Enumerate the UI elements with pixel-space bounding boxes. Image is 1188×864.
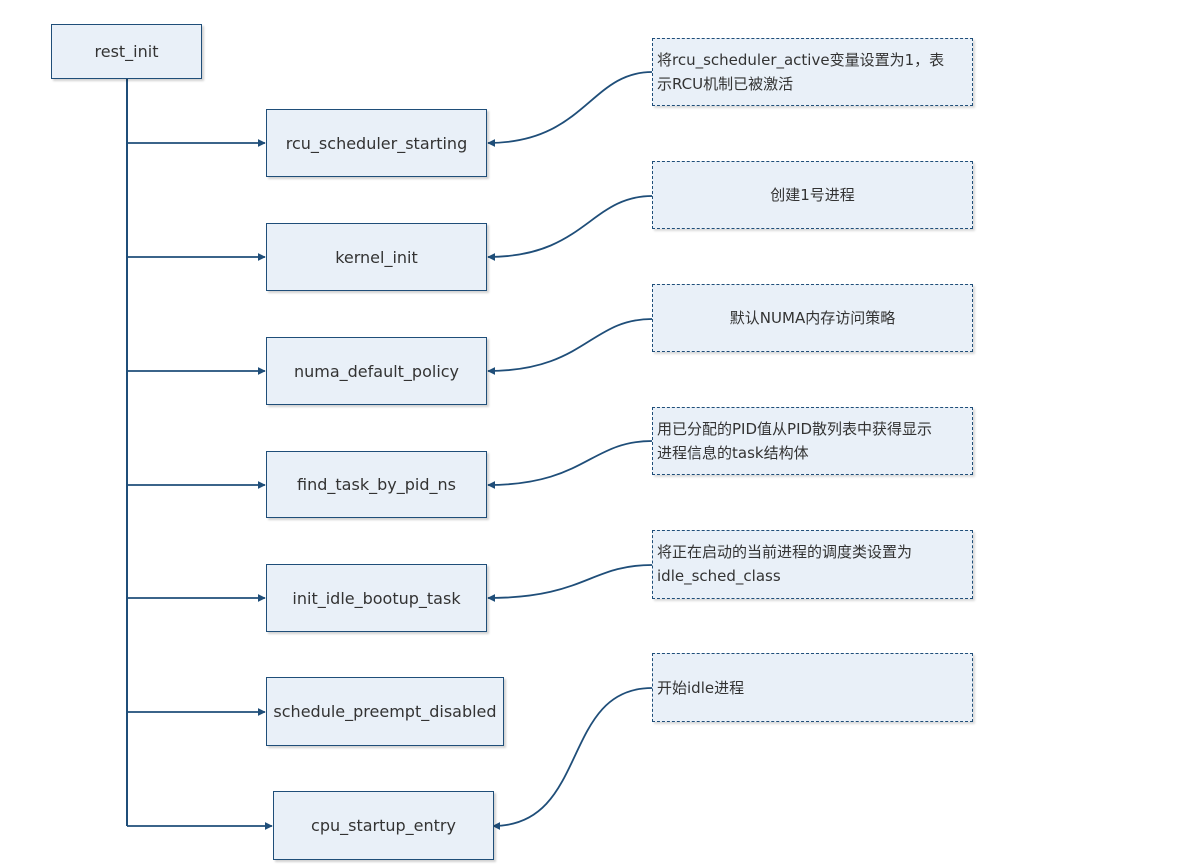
note-line: 开始idle进程 xyxy=(657,679,745,697)
note-findtask: 用已分配的PID值从PID散列表中获得显示 进程信息的task结构体 xyxy=(652,407,973,475)
node-label: find_task_by_pid_ns xyxy=(297,475,456,494)
note-line: 默认NUMA内存访问策略 xyxy=(729,309,896,327)
note-kernel: 创建1号进程 xyxy=(652,161,973,229)
node-init-idle-bootup-task: init_idle_bootup_task xyxy=(266,564,487,632)
note-connector-findtask xyxy=(487,440,653,489)
node-kernel-init: kernel_init xyxy=(266,223,487,291)
node-cpu-startup-entry: cpu_startup_entry xyxy=(273,791,494,860)
node-label: rest_init xyxy=(94,42,159,61)
node-label: numa_default_policy xyxy=(293,361,460,381)
node-label: kernel_init xyxy=(335,247,418,267)
node-label: schedule_preempt_disabled xyxy=(273,702,497,721)
note-line: 创建1号进程 xyxy=(770,186,855,204)
note-line: 示RCU机制已被激活 xyxy=(657,75,794,93)
note-line: idle_sched_class xyxy=(657,567,781,585)
node-schedule-preempt-disabled: schedule_preempt_disabled xyxy=(266,677,504,746)
note-idleboot: 将正在启动的当前进程的调度类设置为 idle_sched_class xyxy=(652,530,973,599)
note-connector-cpu xyxy=(492,687,653,830)
note-numa: 默认NUMA内存访问策略 xyxy=(652,284,973,352)
node-label: rcu_scheduler_starting xyxy=(285,133,468,153)
node-rcu-scheduler-starting: rcu_scheduler_starting xyxy=(266,109,487,177)
note-line: 用已分配的PID值从PID散列表中获得显示 xyxy=(657,420,933,438)
note-line: 将正在启动的当前进程的调度类设置为 xyxy=(657,543,913,561)
note-connector-kernel xyxy=(487,195,653,261)
note-connector-numa xyxy=(487,318,653,375)
note-connector-idleboot xyxy=(487,564,653,602)
note-cpu: 开始idle进程 xyxy=(652,653,973,722)
node-label: init_idle_bootup_task xyxy=(292,588,461,608)
node-numa-default-policy: numa_default_policy xyxy=(266,337,487,405)
node-label: cpu_startup_entry xyxy=(311,816,456,835)
note-rcu: 将rcu_scheduler_active变量设置为1，表 示RCU机制已被激活 xyxy=(652,38,973,106)
node-rest-init: rest_init xyxy=(51,24,202,79)
note-connector-rcu xyxy=(487,71,653,147)
node-find-task-by-pid-ns: find_task_by_pid_ns xyxy=(266,451,487,518)
note-line: 将rcu_scheduler_active变量设置为1，表 xyxy=(657,51,945,69)
note-line: 进程信息的task结构体 xyxy=(657,444,809,462)
